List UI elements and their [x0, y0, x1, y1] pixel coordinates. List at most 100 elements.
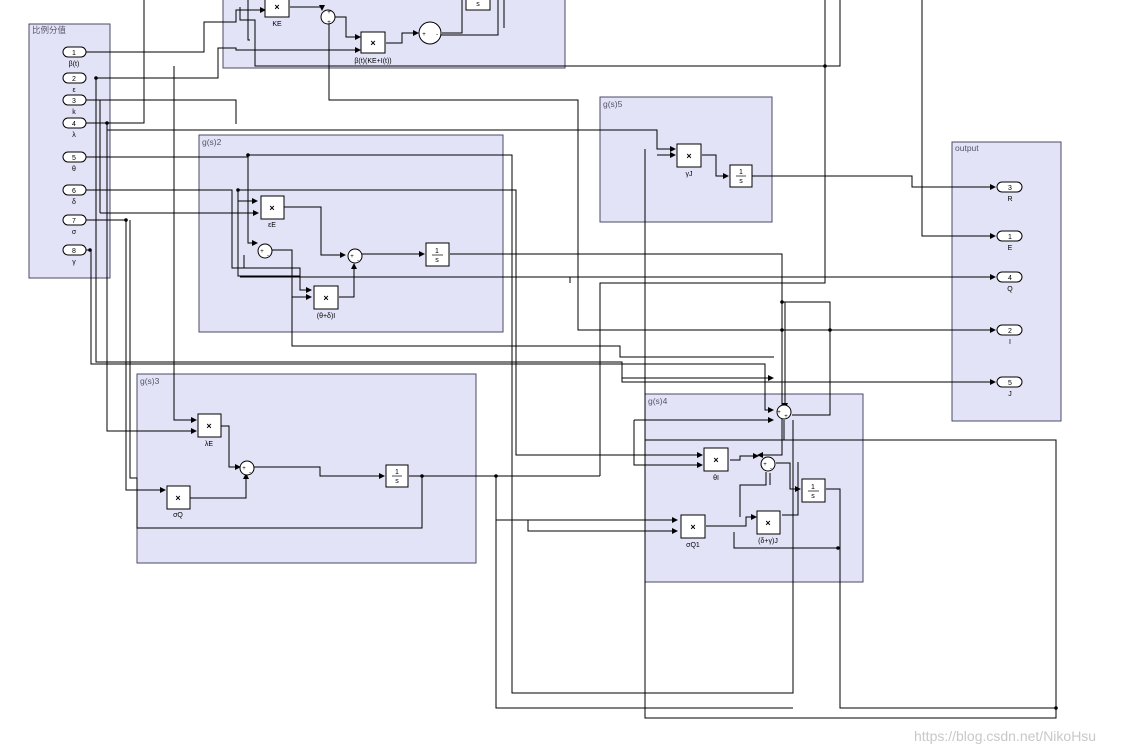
svg-text:-: - [357, 258, 359, 264]
inport-8[interactable]: 8 γ [62, 244, 87, 266]
product-gamma-j[interactable]: × γJ [676, 143, 702, 178]
inport-1-label: β(t) [69, 61, 80, 68]
watermark: https://blog.csdn.net/NikoHsu [914, 728, 1096, 744]
inport-6-number: 6 [72, 188, 76, 195]
product-ke-label: KE [272, 21, 282, 28]
inport-6[interactable]: 6 δ [62, 184, 87, 206]
inport-3-label: k [72, 109, 76, 116]
product-theta-delta-i[interactable]: × (θ+δ)I [313, 285, 339, 320]
svg-text:-: - [249, 470, 251, 476]
outport-q-label: Q [1007, 286, 1013, 293]
outport-e-number: 1 [1008, 234, 1012, 241]
product-eps-e[interactable]: × εE [260, 195, 285, 229]
subsystem-g2-title: g(s)2 [202, 137, 222, 147]
inport-5-number: 5 [72, 155, 76, 162]
inport-4[interactable]: 4 λ [62, 117, 87, 139]
svg-text:+: + [327, 10, 331, 16]
product-eps-e-label: εE [268, 222, 276, 229]
product-delta-gamma-j-symbol: × [765, 518, 770, 528]
svg-text:+: + [260, 249, 264, 255]
subsystem-g4-title: g(s)4 [648, 396, 668, 406]
outport-j[interactable]: 5 J [996, 376, 1023, 398]
sum-g4-top[interactable]: + + [776, 404, 792, 420]
integrator-g5[interactable]: 1 s [729, 164, 753, 188]
inport-3[interactable]: 3 k [62, 94, 87, 116]
product-eps-e-symbol: × [269, 203, 274, 213]
integrator-g2-den: s [435, 257, 439, 264]
outport-i-label: I [1009, 339, 1011, 346]
outport-e[interactable]: 1 E [996, 230, 1023, 252]
integrator-g5-num: 1 [739, 169, 743, 176]
outport-i[interactable]: 2 I [996, 324, 1023, 346]
integrator-g2-num: 1 [435, 248, 439, 255]
sum-g2-2[interactable]: + - [347, 248, 363, 264]
subsystem-output-title: output [955, 143, 979, 153]
outport-r[interactable]: 3 R [996, 181, 1023, 203]
product-sigma-q1[interactable]: × σQ1 [680, 514, 706, 549]
product-sigma-q[interactable]: × σQ [166, 485, 191, 519]
integrator-g3[interactable]: 1 s [385, 464, 409, 488]
subsystem-g2[interactable]: g(s)2 [198, 134, 504, 333]
integrator-g4-den: s [811, 493, 815, 500]
svg-text:-: - [436, 32, 438, 38]
subsystem-g3-title: g(s)3 [140, 376, 160, 386]
product-delta-gamma-j[interactable]: × (δ+γ)J [756, 510, 781, 545]
subsystem-g4[interactable]: g(s)4 [644, 393, 864, 583]
inport-2-label: ε [72, 87, 75, 94]
product-sigma-q-label: σQ [173, 512, 183, 519]
integrator-g2[interactable]: 1 s [425, 242, 450, 267]
subsystem-g3[interactable]: g(s)3 [136, 373, 477, 564]
inport-4-label: λ [72, 132, 76, 139]
svg-text:-: - [770, 466, 772, 472]
product-ke-symbol: × [274, 2, 279, 12]
integrator-g4-num: 1 [811, 484, 815, 491]
product-beta-symbol: × [370, 38, 375, 48]
svg-text:+: + [784, 414, 788, 420]
product-lambda-e-symbol: × [206, 421, 211, 431]
outport-q[interactable]: 4 Q [996, 271, 1023, 293]
inport-5[interactable]: 5 θ [62, 151, 87, 173]
product-beta-term[interactable]: × β(t)(KE+I(t)) [354, 31, 392, 65]
integrator-g3-den: s [395, 478, 399, 485]
product-theta-i[interactable]: × θI [703, 447, 729, 482]
integrator-g4[interactable]: 1 s [801, 478, 826, 503]
inport-1-number: 1 [72, 50, 76, 57]
inport-8-number: 8 [72, 248, 76, 255]
product-sigma-q1-label: σQ1 [686, 542, 700, 549]
subsystem-proportion-title: 比例分值 [32, 25, 67, 35]
product-theta-i-symbol: × [713, 455, 718, 465]
integrator-top[interactable]: s [465, 0, 491, 11]
svg-text:+: + [422, 32, 426, 38]
product-theta-delta-label: (θ+δ)I [317, 313, 336, 320]
product-ke[interactable]: × KE [264, 0, 290, 28]
sum-g4[interactable]: + - [760, 456, 776, 472]
outport-r-label: R [1007, 196, 1012, 203]
subsystem-g5-title: g(s)5 [603, 99, 623, 109]
sum-top-1[interactable]: + + [320, 9, 336, 26]
sum-g3[interactable]: + - [239, 460, 255, 476]
inport-2[interactable]: 2 ε [62, 72, 87, 94]
integrator-g5-den: s [739, 178, 743, 185]
product-sigma-q1-symbol: × [690, 522, 695, 532]
inport-3-number: 3 [72, 98, 76, 105]
outport-e-label: E [1008, 245, 1013, 252]
svg-text:+: + [327, 20, 331, 26]
inport-1[interactable]: 1 β(t) [62, 46, 87, 68]
outport-r-number: 3 [1008, 185, 1012, 192]
product-theta-delta-symbol: × [323, 293, 328, 303]
sum-g2-1[interactable]: + - [257, 243, 273, 259]
svg-text:+: + [763, 462, 767, 468]
product-lambda-e[interactable]: × λE [197, 413, 222, 448]
product-sigma-q-symbol: × [175, 493, 180, 503]
integrator-g3-num: 1 [395, 469, 399, 476]
integrator-top-den: s [476, 1, 480, 8]
product-lambda-e-label: λE [205, 441, 214, 448]
product-theta-i-label: θI [713, 475, 719, 482]
svg-text:+: + [242, 466, 246, 472]
inport-7[interactable]: 7 σ [62, 214, 87, 236]
sum-top-2[interactable]: + - [418, 21, 442, 45]
product-gamma-j-symbol: × [686, 151, 691, 161]
outport-q-number: 4 [1008, 275, 1012, 282]
junction-dots [88, 64, 1058, 710]
inport-5-label: θ [72, 166, 76, 173]
